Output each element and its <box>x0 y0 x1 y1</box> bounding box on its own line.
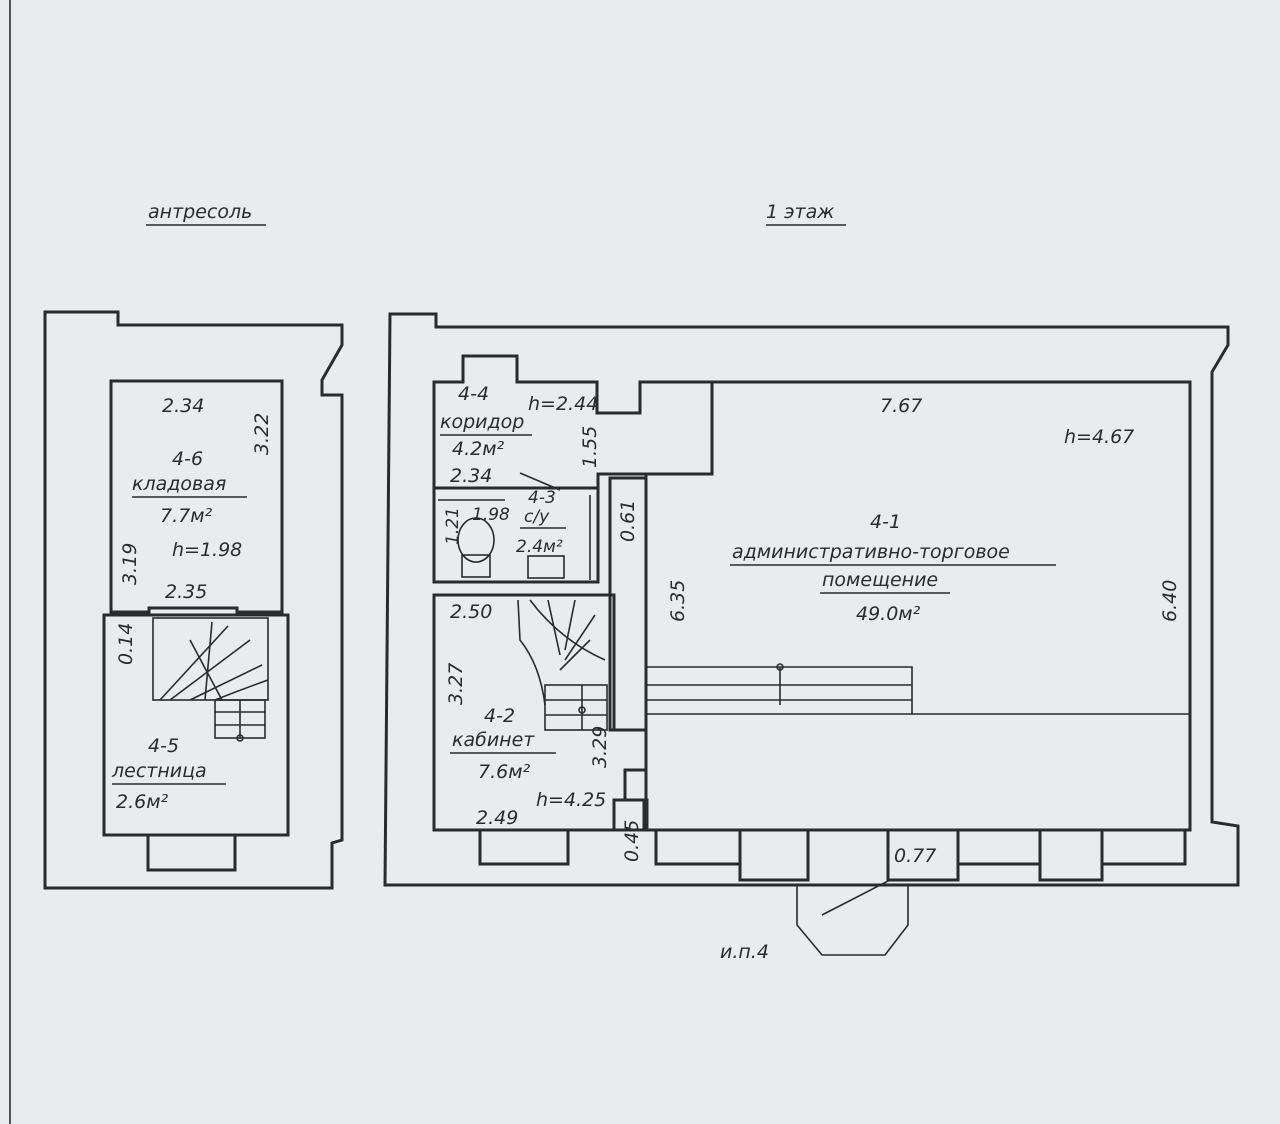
dim-wc-depth: 1.21 <box>443 507 463 545</box>
dim-partition: 0.61 <box>617 500 639 542</box>
entrance-porch <box>796 879 909 956</box>
wc-area: 2.4м² <box>516 537 563 557</box>
office-number: 4-2 <box>484 705 515 727</box>
first-floor-stair-drawing <box>517 599 608 731</box>
dim-storage-left: 3.19 <box>119 543 141 585</box>
dim-corridor-width: 2.34 <box>450 465 492 487</box>
entrance-label: и.п.4 <box>720 941 769 963</box>
wc-name: с/у <box>524 507 550 527</box>
window-5 <box>1038 830 1104 882</box>
stairs-name: лестница <box>111 760 207 782</box>
storage-number: 4-6 <box>172 448 203 470</box>
first-floor-title: 1 этаж <box>766 201 834 223</box>
mezzanine-stair-drawing <box>152 617 269 742</box>
dim-door-width: 0.77 <box>894 845 936 867</box>
mezzanine-outer-wall <box>43 310 344 890</box>
corridor-area: 4.2м² <box>452 438 505 460</box>
office-outline <box>432 593 648 832</box>
hall-name-line2: помещение <box>822 569 938 591</box>
window-4 <box>956 830 1042 866</box>
corridor-outline <box>432 354 714 490</box>
dim-wall-depth: 0.45 <box>621 820 643 862</box>
dim-hall-left: 6.35 <box>667 580 689 622</box>
dim-hall-right: 6.40 <box>1159 580 1181 622</box>
toilet-icon <box>457 517 495 563</box>
dim-office-top: 2.50 <box>450 601 492 623</box>
dim-storage-bottom: 2.35 <box>165 581 207 603</box>
hall-number: 4-1 <box>870 511 901 533</box>
dim-wc-width: 1.98 <box>472 505 510 525</box>
corridor-name: коридор <box>440 411 524 433</box>
first-floor-outer-wall <box>383 312 1240 887</box>
sink-icon <box>527 555 565 579</box>
corridor-height: h=2.44 <box>528 393 598 415</box>
window-2 <box>654 830 742 866</box>
stairs-area: 2.6м² <box>116 791 169 813</box>
hall-name-line1: административно-торговое <box>732 541 1010 563</box>
dim-office-bottom: 2.49 <box>476 807 518 829</box>
stairs-number: 4-5 <box>148 735 179 757</box>
hall-area: 49.0м² <box>856 603 921 625</box>
dim-corridor-depth: 1.55 <box>579 426 601 468</box>
office-height: h=4.25 <box>536 789 606 811</box>
dim-office-right: 3.29 <box>589 726 611 768</box>
hall-height: h=4.67 <box>1064 426 1134 448</box>
storage-height: h=1.98 <box>172 539 242 561</box>
dim-office-left: 3.27 <box>445 663 467 705</box>
window-6 <box>1100 830 1187 866</box>
wc-number: 4-3 <box>528 488 556 508</box>
dim-stair-gap: 0.14 <box>115 623 137 665</box>
window-3 <box>738 830 810 882</box>
storage-area: 7.7м² <box>160 505 213 527</box>
mezzanine-window <box>146 835 237 872</box>
wc-outline <box>432 486 600 584</box>
storage-name: кладовая <box>132 473 226 495</box>
mezzanine-title: антресоль <box>148 201 252 223</box>
corridor-number: 4-4 <box>458 383 489 405</box>
window-1 <box>478 830 570 866</box>
first-floor-plan: 4-4 h=2.44 коридор 4.2м² 1.55 2.34 4-3 1… <box>383 312 1240 963</box>
wall-niche <box>612 798 646 832</box>
dim-storage-top: 2.34 <box>162 395 204 417</box>
dim-storage-side: 3.22 <box>251 413 273 455</box>
storage-room-outline <box>109 379 284 614</box>
dim-hall-top: 7.67 <box>880 395 922 417</box>
office-area: 7.6м² <box>478 761 531 783</box>
mezzanine-plan: 2.34 3.22 4-6 кладовая 7.7м² 3.19 h=1.98… <box>43 310 344 890</box>
stairs-room-outline <box>102 613 290 837</box>
office-name: кабинет <box>452 729 535 751</box>
hall-steps <box>646 666 913 715</box>
